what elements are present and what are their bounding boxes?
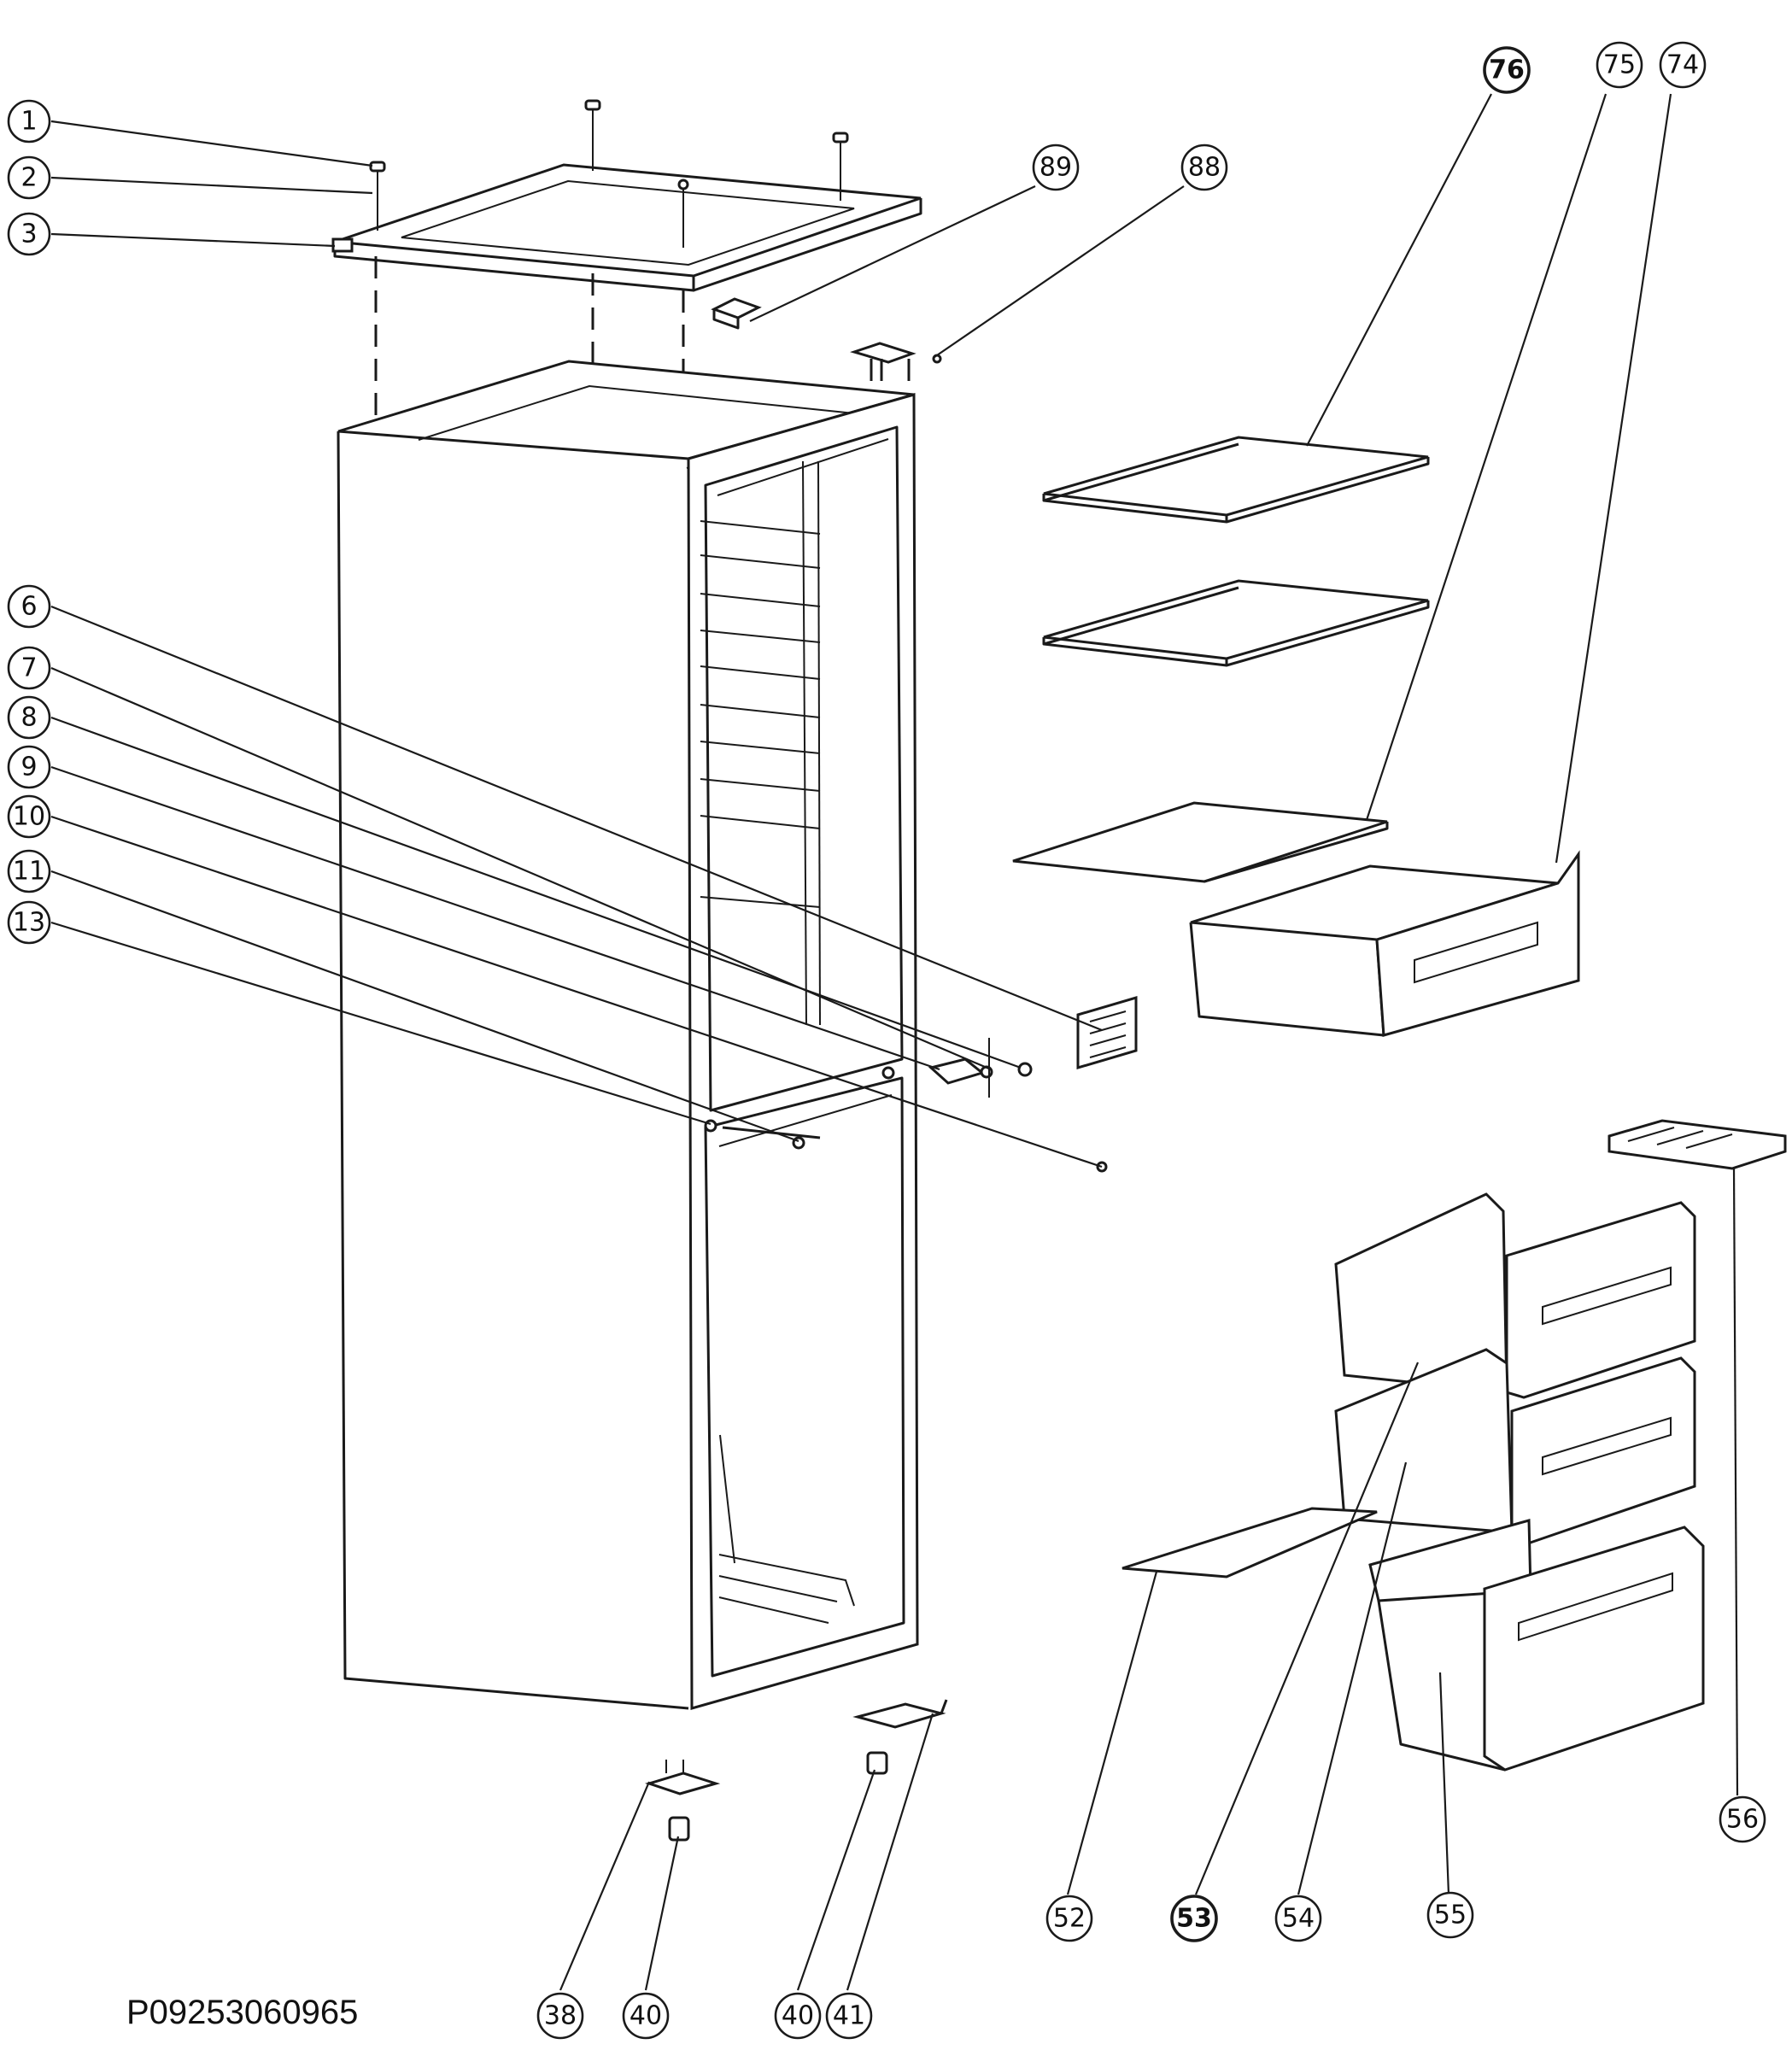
svg-text:6: 6: [20, 592, 37, 622]
air-vent: [1076, 995, 1138, 1070]
callout-38: 38: [536, 1992, 584, 2040]
hinge-pin: [850, 342, 942, 364]
callout-7: 7: [7, 646, 51, 690]
svg-text:2: 2: [20, 163, 37, 193]
callout-10: 10: [7, 794, 51, 839]
callout-41: 41: [825, 1992, 873, 2040]
top-screws: [369, 99, 849, 248]
glass-shelf-top: [1042, 436, 1430, 524]
freezer-drawer-middle: [1334, 1348, 1696, 1548]
svg-text:74: 74: [1666, 50, 1699, 80]
callout-54: 54: [1274, 1895, 1322, 1942]
svg-text:54: 54: [1282, 1904, 1315, 1934]
svg-text:10: 10: [13, 802, 45, 832]
callout-75: 75: [1596, 41, 1643, 89]
freezer-drawer-top: [1334, 1192, 1696, 1399]
cabinet-body: [337, 360, 919, 1710]
top-hinge: [711, 297, 762, 330]
callout-88: 88: [1180, 144, 1228, 191]
crisper-drawer: [1189, 850, 1580, 1037]
svg-text:76: 76: [1489, 56, 1525, 85]
callout-3: 3: [7, 212, 51, 256]
callout-56: 56: [1719, 1795, 1766, 1843]
bottom-hinge: [852, 1699, 948, 1775]
svg-text:53: 53: [1176, 1904, 1212, 1934]
svg-text:40: 40: [782, 2001, 814, 2031]
callout-89: 89: [1032, 144, 1080, 191]
svg-text:13: 13: [13, 908, 45, 938]
svg-text:88: 88: [1188, 153, 1221, 183]
svg-text:38: 38: [544, 2001, 577, 2031]
svg-text:41: 41: [833, 2001, 865, 2031]
callout-53: 53: [1170, 1895, 1218, 1942]
freezer-drawer-bottom: [1368, 1519, 1705, 1772]
svg-text:40: 40: [630, 2001, 662, 2031]
svg-text:75: 75: [1603, 50, 1636, 80]
ice-tray: [1608, 1119, 1787, 1170]
callout-6: 6: [7, 584, 51, 629]
svg-text:11: 11: [13, 857, 45, 887]
callout-1: 1: [7, 99, 51, 144]
callout-8: 8: [7, 695, 51, 740]
callout-76: 76: [1483, 46, 1531, 94]
callout-40-right: 40: [774, 1992, 822, 2040]
callout-55: 55: [1426, 1891, 1474, 1939]
cross-rail-parts: [704, 1119, 1108, 1173]
middle-hinge: [881, 1038, 1033, 1098]
top-cover: [331, 163, 922, 292]
glass-shelf-middle: [1042, 579, 1430, 667]
callout-40-left: 40: [622, 1992, 670, 2040]
callout-11: 11: [7, 849, 51, 893]
svg-text:8: 8: [20, 703, 37, 733]
callout-2: 2: [7, 155, 51, 200]
svg-text:1: 1: [20, 107, 37, 137]
svg-text:52: 52: [1053, 1904, 1086, 1934]
leader-lines: [50, 93, 1739, 1991]
svg-text:55: 55: [1434, 1901, 1467, 1930]
drawing-code: P09253060965: [126, 1994, 359, 2031]
callout-9: 9: [7, 745, 51, 789]
svg-text:3: 3: [20, 220, 37, 249]
svg-text:89: 89: [1039, 153, 1072, 183]
glass-shelf-crisper-cover: [1012, 801, 1389, 883]
front-foot-left: [645, 1760, 721, 1842]
callout-74: 74: [1659, 41, 1707, 89]
freezer-glass-plate: [1121, 1507, 1378, 1578]
svg-text:9: 9: [20, 753, 37, 782]
svg-text:7: 7: [20, 653, 37, 683]
callout-13: 13: [7, 900, 51, 945]
svg-text:56: 56: [1726, 1805, 1759, 1835]
callout-52: 52: [1045, 1895, 1093, 1942]
